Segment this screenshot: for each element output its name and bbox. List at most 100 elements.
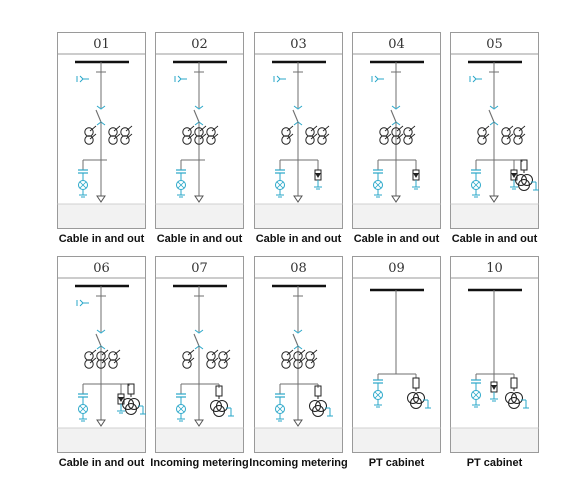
current-transformer-icon — [120, 125, 133, 145]
current-transformer-icon — [206, 349, 219, 369]
current-transformer-icon — [391, 125, 404, 145]
current-transformer-icon — [206, 125, 219, 145]
cable-arrow-icon — [96, 195, 106, 203]
earthing-switch-icon — [174, 75, 187, 83]
cabinet-footer — [451, 428, 538, 452]
cabinet-number: 06 — [93, 261, 110, 276]
potential-transformer-icon — [117, 393, 125, 414]
potential-transformer-icon — [510, 169, 518, 190]
cabinet-footer — [255, 428, 342, 452]
cabinet-number: 01 — [93, 37, 110, 52]
cabinet-number: 09 — [388, 261, 405, 276]
cabinet-footer — [353, 428, 440, 452]
cabinet-caption: Incoming metering — [150, 457, 248, 469]
cabinet-footer — [451, 204, 538, 228]
cabinet-number: 02 — [191, 37, 208, 52]
cabinet-10: 10 PT cabinet — [450, 256, 539, 469]
current-transformer-icon — [84, 349, 97, 369]
cabinet-footer — [353, 204, 440, 228]
voltage-indicator-icon — [373, 379, 383, 408]
current-transformer-icon — [281, 349, 294, 369]
cabinet-caption: Cable in and out — [59, 457, 145, 469]
cabinet-number: 04 — [388, 37, 405, 52]
voltage-transformer-icon — [407, 377, 431, 409]
cabinet-number: 10 — [486, 261, 503, 276]
earthing-switch-icon — [371, 75, 384, 83]
current-transformer-icon — [379, 125, 392, 145]
cabinet-caption: Cable in and out — [354, 233, 440, 245]
voltage-transformer-icon — [309, 385, 333, 417]
current-transformer-icon — [218, 349, 231, 369]
voltage-indicator-icon — [471, 379, 481, 408]
voltage-indicator-icon — [275, 393, 285, 422]
voltage-indicator-icon — [373, 169, 383, 198]
cabinet-footer — [156, 428, 243, 452]
voltage-transformer-icon — [515, 159, 539, 191]
cabinet-caption: Cable in and out — [452, 233, 538, 245]
current-transformer-icon — [513, 125, 526, 145]
voltage-transformer-icon — [210, 385, 234, 417]
circuit-breaker-icon — [193, 102, 204, 126]
cable-arrow-icon — [293, 419, 303, 427]
current-transformer-icon — [108, 349, 121, 369]
current-transformer-icon — [317, 125, 330, 145]
current-transformer-icon — [182, 349, 195, 369]
current-transformer-icon — [501, 125, 514, 145]
voltage-indicator-icon — [176, 169, 186, 198]
current-transformer-icon — [403, 125, 416, 145]
cabinet-09: 09 PT cabinet — [352, 256, 441, 469]
current-transformer-icon — [108, 125, 121, 145]
cabinet-number: 07 — [191, 261, 208, 276]
current-transformer-icon — [84, 125, 97, 145]
voltage-indicator-icon — [78, 169, 88, 198]
cable-arrow-icon — [391, 195, 401, 203]
voltage-transformer-icon — [122, 383, 146, 415]
earthing-switch-icon — [76, 75, 89, 83]
cabinet-number: 08 — [290, 261, 307, 276]
voltage-indicator-icon — [78, 393, 88, 422]
earthing-switch-icon — [273, 75, 286, 83]
cabinet-number: 05 — [486, 37, 503, 52]
cabinet-footer — [255, 204, 342, 228]
cabinet-footer — [58, 204, 145, 228]
voltage-indicator-icon — [471, 169, 481, 198]
cabinet-caption: Incoming metering — [249, 457, 347, 469]
cabinet-caption: Cable in and out — [59, 233, 145, 245]
cabinet-caption: PT cabinet — [467, 457, 523, 469]
cable-arrow-icon — [293, 195, 303, 203]
cabinet-number: 03 — [290, 37, 307, 52]
current-transformer-icon — [96, 349, 109, 369]
earthing-switch-icon — [469, 75, 482, 83]
cable-arrow-icon — [96, 419, 106, 427]
current-transformer-icon — [293, 349, 306, 369]
current-transformer-icon — [305, 125, 318, 145]
current-transformer-icon — [182, 125, 195, 145]
potential-transformer-icon — [412, 169, 420, 190]
voltage-indicator-icon — [275, 169, 285, 198]
earthing-switch-icon — [76, 299, 89, 307]
potential-transformer-icon — [490, 381, 498, 402]
cable-arrow-icon — [194, 195, 204, 203]
voltage-indicator-icon — [176, 393, 186, 422]
cabinet-footer — [58, 428, 145, 452]
cabinet-footer — [156, 204, 243, 228]
cabinet-caption: PT cabinet — [369, 457, 425, 469]
current-transformer-icon — [281, 125, 294, 145]
potential-transformer-icon — [314, 169, 322, 190]
cable-arrow-icon — [489, 195, 499, 203]
current-transformer-icon — [194, 125, 207, 145]
cable-arrow-icon — [194, 419, 204, 427]
cabinet-caption: Cable in and out — [256, 233, 342, 245]
voltage-transformer-icon — [505, 377, 529, 409]
current-transformer-icon — [477, 125, 490, 145]
current-transformer-icon — [305, 349, 318, 369]
